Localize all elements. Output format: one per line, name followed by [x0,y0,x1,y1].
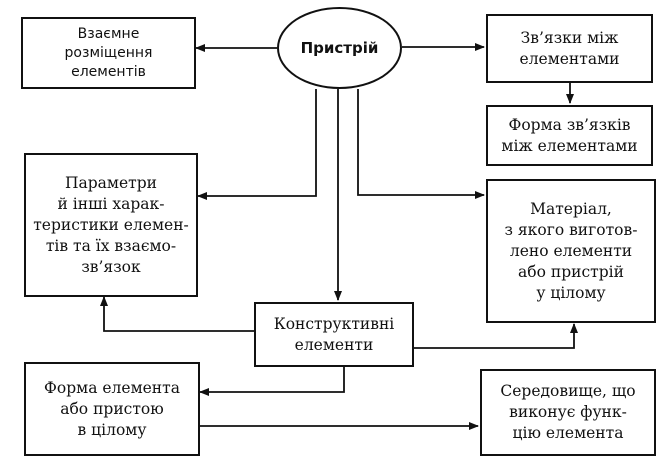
structural-elements-box: Конструктивні елементи [254,302,414,367]
arrow-structural-to-element-form [199,367,345,396]
arrow-structural-to-parameters [100,296,254,332]
parameters-box: Параметри й інші харак- теристики елемен… [24,153,198,297]
element-form-label: Форма елемента або пристою в цілому [44,378,180,439]
environment-box: Середовище, що виконує функ- цію елемент… [480,369,656,456]
environment-label: Середовище, що виконує функ- цію елемент… [500,382,636,442]
device-ellipse: Пристрій [277,7,402,89]
material-box: Матеріал, з якого виготов- лено елементи… [486,179,656,323]
structural-elements-label: Конструктивні елементи [273,314,395,354]
arrow-to-parameters [197,89,317,200]
parameters-label: Параметри й інші харак- теристики елемен… [33,173,189,276]
links-label: Зв’язки між елементами [519,28,620,68]
device-label: Пристрій [300,39,379,57]
arrow-structural-to-material [414,323,578,349]
arrangement-label: Взаємне розміщення елементів [64,25,153,80]
arrangement-box: Взаємне розміщення елементів [21,17,196,89]
element-form-box: Форма елемента або пристою в цілому [24,362,200,456]
links-box: Зв’язки між елементами [486,14,653,83]
link-form-box: Форма зв’язків між елементами [486,105,653,166]
arrow-to-material [357,89,485,199]
link-form-label: Форма зв’язків між елементами [501,115,638,155]
material-label: Матеріал, з якого виготов- лено елементи… [504,199,638,302]
